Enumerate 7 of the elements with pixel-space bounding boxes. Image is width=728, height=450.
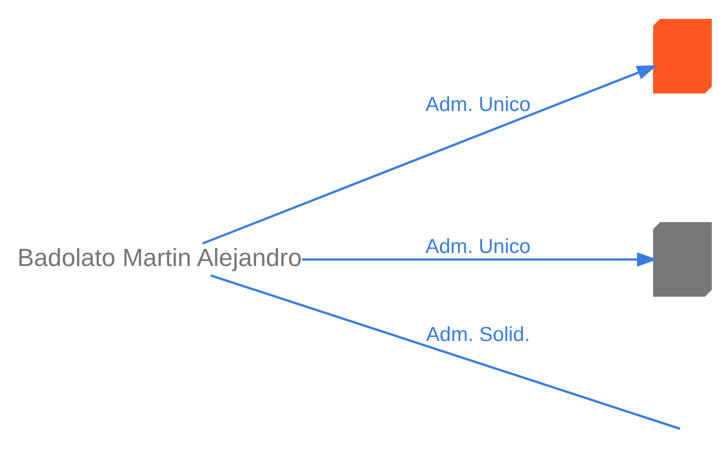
edge-label: Adm. Unico [426,236,531,258]
arrow [202,65,658,245]
edge-label: Adm. Solid. [426,324,530,346]
node-text: Badolato Martin Alejandro [17,244,302,272]
edge-label: Adm. Unico [426,94,531,116]
connector [210,274,680,430]
arrow [302,252,658,267]
